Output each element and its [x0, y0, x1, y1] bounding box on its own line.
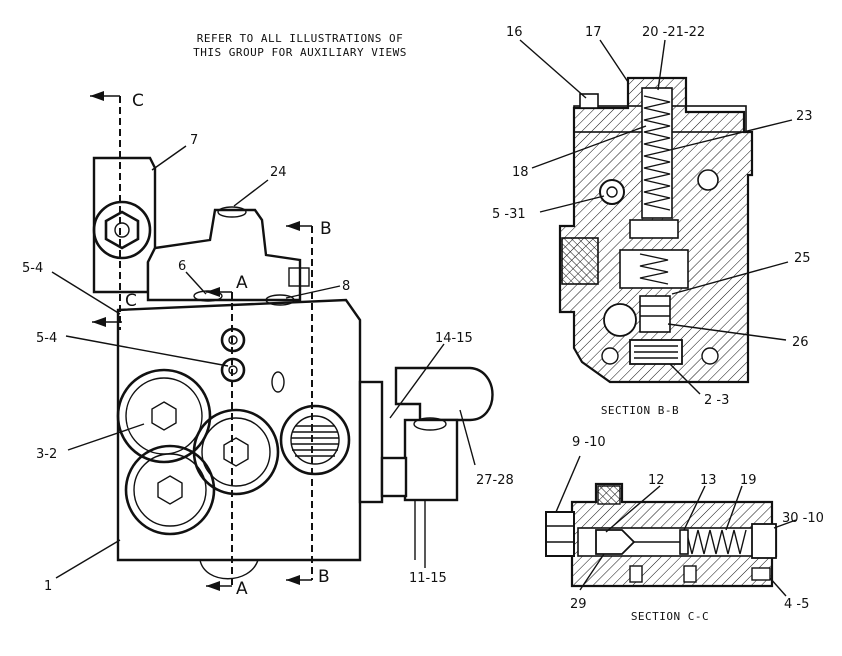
callout-7: 7 — [190, 133, 198, 148]
callout-23: 23 — [796, 109, 813, 124]
section-marker-b-bottom: B — [318, 567, 330, 587]
passage-upper-right — [697, 169, 719, 191]
arrow-a-top — [206, 287, 220, 297]
arrow-b-top — [286, 221, 300, 231]
piston-13 — [679, 529, 689, 555]
section-marker-c-top: C — [132, 91, 144, 111]
port-right — [279, 404, 351, 476]
solenoid-fitting — [380, 456, 408, 498]
screw-6 — [193, 290, 223, 302]
relief-plug-hex — [104, 210, 140, 250]
check-ball — [599, 179, 625, 205]
port-upper-left — [116, 368, 212, 464]
top-bracket — [146, 208, 302, 302]
callout-5-4-lower: 5-4 — [36, 331, 57, 346]
arrow-a-bottom — [206, 581, 220, 591]
spring-19 — [685, 529, 747, 555]
callout-5-31: 5 -31 — [492, 207, 526, 222]
poppet-12 — [595, 529, 636, 555]
port-center-hex — [223, 437, 249, 467]
callout-27-28: 27-28 — [476, 473, 514, 488]
header-note-line-1: REFER TO ALL ILLUSTRATIONS OF — [197, 32, 404, 45]
relief-housing — [92, 156, 157, 294]
lower-passage-1 — [629, 565, 643, 583]
callout-29: 29 — [570, 597, 587, 612]
plug-30-10 — [751, 523, 777, 559]
callout-11-15: 11-15 — [409, 571, 447, 586]
relief-plug-ring — [92, 200, 152, 260]
section-marker-b-top: B — [320, 219, 332, 239]
callout-16: 16 — [506, 25, 523, 40]
plug-4-5 — [751, 567, 771, 581]
port-lower-left-inner — [133, 453, 207, 527]
callout-26: 26 — [792, 335, 809, 350]
spring-23 — [643, 95, 671, 211]
screw-8 — [265, 294, 295, 306]
arrow-c-mid — [92, 317, 106, 327]
lower-passage-2 — [683, 565, 697, 583]
callout-13: 13 — [700, 473, 717, 488]
section-marker-a-bottom: A — [236, 579, 248, 599]
section-c-c-leaders — [555, 455, 797, 597]
solenoid-nut — [413, 417, 447, 431]
arrow-b-bottom — [286, 575, 300, 585]
port-lower-left — [124, 444, 216, 536]
callout-20-21-22: 20 -21-22 — [642, 25, 705, 40]
port-right-threads — [291, 425, 339, 457]
passage-small-left — [601, 347, 619, 365]
callout-30-10: 30 -10 — [782, 511, 824, 526]
callout-1: 1 — [44, 579, 52, 594]
section-b-b-view — [558, 76, 754, 384]
section-marker-a-top: A — [236, 273, 248, 293]
callout-17: 17 — [585, 25, 602, 40]
relief-plug-center — [114, 222, 130, 238]
solenoid-cover — [394, 366, 494, 422]
header-note-line-2: THIS GROUP FOR AUXILIARY VIEWS — [193, 46, 407, 59]
spool-26 — [639, 295, 671, 333]
callout-12: 12 — [648, 473, 665, 488]
callout-24: 24 — [270, 165, 287, 180]
callout-18: 18 — [512, 165, 529, 180]
side-port-threads — [561, 237, 599, 285]
section-c-c-title: SECTION C-C — [631, 610, 709, 623]
callout-2-3: 2 -3 — [704, 393, 729, 408]
port-right-inner — [290, 415, 340, 465]
arrow-c-top — [90, 91, 104, 101]
port-center-inner — [201, 417, 271, 487]
callout-14-15: 14-15 — [435, 331, 473, 346]
top-nut — [288, 267, 310, 287]
spool-upper — [629, 219, 679, 239]
callout-8: 8 — [342, 279, 350, 294]
port-upper-left-hex — [151, 401, 177, 431]
valve-body — [116, 298, 362, 562]
solenoid-coil — [403, 418, 459, 502]
port-center — [192, 408, 280, 496]
callout-5-4-upper: 5-4 — [22, 261, 43, 276]
callout-19: 19 — [740, 473, 757, 488]
passage-left — [603, 303, 637, 337]
section-marker-c-mid: C — [125, 291, 137, 311]
callout-6: 6 — [178, 259, 186, 274]
main-valve-view — [92, 156, 494, 580]
port-lower-left-hex — [157, 475, 183, 505]
section-c-c-view — [545, 482, 778, 588]
bolt-24 — [217, 206, 247, 218]
section-b-b-title: SECTION B-B — [601, 404, 679, 417]
main-view-leaders — [51, 145, 476, 579]
section-b-b-leaders — [519, 39, 793, 395]
spring-25 — [639, 253, 669, 285]
callout-3-2: 3-2 — [36, 447, 57, 462]
top-port-c — [597, 485, 621, 505]
side-flange — [358, 380, 384, 504]
section-cut-lines — [90, 91, 313, 591]
callout-9-10: 9 -10 — [572, 435, 606, 450]
fitting-9-10 — [545, 511, 575, 557]
passage-small-right — [701, 347, 719, 365]
callout-4-5: 4 -5 — [784, 597, 809, 612]
bolt-16 — [579, 93, 599, 109]
base-foot — [199, 559, 259, 580]
small-fitting — [271, 371, 285, 393]
callout-25: 25 — [794, 251, 811, 266]
